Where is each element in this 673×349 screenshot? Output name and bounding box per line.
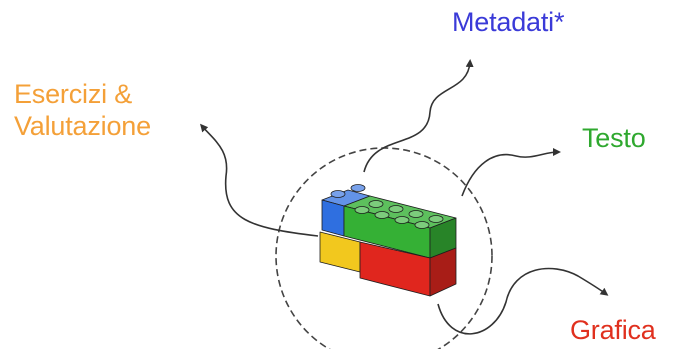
brick-red-side — [429, 247, 457, 297]
label-metadati: Metadati* — [452, 7, 565, 37]
label-esercizi-valutazione: Esercizi & Valutazione — [14, 78, 151, 142]
brick-blue-front — [321, 199, 345, 237]
label-esercizi-line1: Esercizi & — [14, 79, 133, 109]
label-testo: Testo — [582, 123, 646, 153]
label-esercizi-line2: Valutazione — [14, 111, 151, 141]
arrow-to-testo — [461, 148, 561, 197]
lego-brick-icon — [319, 184, 457, 297]
arrow-to-esercizi — [200, 123, 319, 237]
arrow-to-metadati — [363, 59, 474, 173]
label-grafica: Grafica — [570, 315, 656, 345]
arrow-to-grafica — [437, 267, 609, 335]
